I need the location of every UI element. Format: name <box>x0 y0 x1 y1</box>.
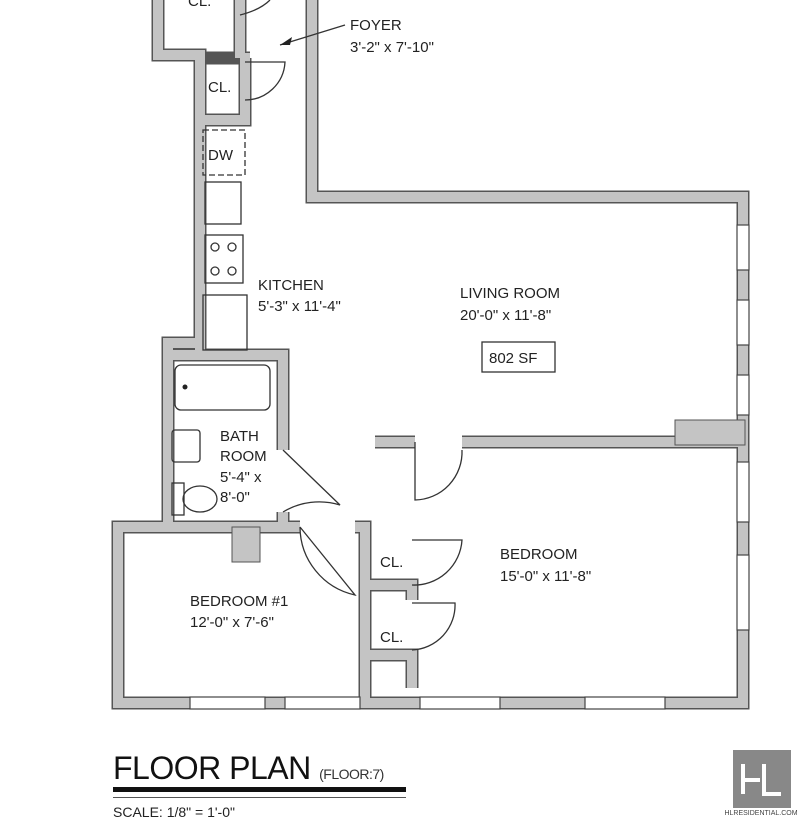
bath-sink-icon <box>171 429 201 463</box>
windows <box>189 224 750 710</box>
closet-foyer-label: CL. <box>208 79 231 96</box>
closet-bedroom-1-label: CL. <box>380 554 403 571</box>
kitchen-dims: 5'-3" x 11'-4" <box>258 298 341 315</box>
refrigerator-icon <box>202 294 248 351</box>
kitchen-label: KITCHEN <box>258 277 324 294</box>
closet-bedroom-2-label: CL. <box>380 629 403 646</box>
fixtures <box>171 129 556 516</box>
area-label: 802 SF <box>489 350 537 367</box>
floor-label: (FLOOR:7) <box>319 766 384 782</box>
bathtub-icon <box>174 364 271 411</box>
hl-logo <box>733 750 791 808</box>
doors <box>239 0 463 651</box>
labels: CL. FOYER 3'-2" x 7'-10" CL. DW KITCHEN … <box>188 0 591 646</box>
scale-label: SCALE: 1/8" = 1'-0" <box>113 804 235 820</box>
bath-label: BATH <box>220 428 259 445</box>
floor-plan: CL. FOYER 3'-2" x 7'-10" CL. DW KITCHEN … <box>111 0 750 710</box>
foyer-dims: 3'-2" x 7'-10" <box>350 39 434 56</box>
closet-top-label: CL. <box>188 0 211 10</box>
bath-label-2: ROOM <box>220 448 267 465</box>
living-dims: 20'-0" x 11'-8" <box>460 307 551 324</box>
living-label: LIVING ROOM <box>460 285 560 302</box>
foyer-label: FOYER <box>350 17 402 34</box>
plan-title: FLOOR PLAN (FLOOR:7) <box>113 750 384 787</box>
bath-dims-2: 8'-0" <box>220 489 250 506</box>
column <box>231 526 261 563</box>
hl-logo-icon <box>741 764 781 796</box>
bedroom1-dims: 12'-0" x 7'-6" <box>190 614 274 631</box>
area-badge <box>481 341 556 373</box>
bath-dims: 5'-4" x <box>220 469 262 486</box>
logo-url: HLRESIDENTIAL.COM <box>724 810 798 817</box>
title-underline <box>113 787 406 792</box>
plan-title-text: FLOOR PLAN <box>113 750 311 786</box>
dishwasher-label: DW <box>208 147 234 164</box>
stove-icon <box>204 234 244 284</box>
bedroom1-label: BEDROOM #1 <box>190 593 288 610</box>
bedroom-dims: 15'-0" x 11'-8" <box>500 568 591 585</box>
sink-icon <box>204 181 242 225</box>
bedroom-label: BEDROOM <box>500 546 578 563</box>
title-rule <box>113 797 406 798</box>
toilet-icon <box>171 482 185 516</box>
